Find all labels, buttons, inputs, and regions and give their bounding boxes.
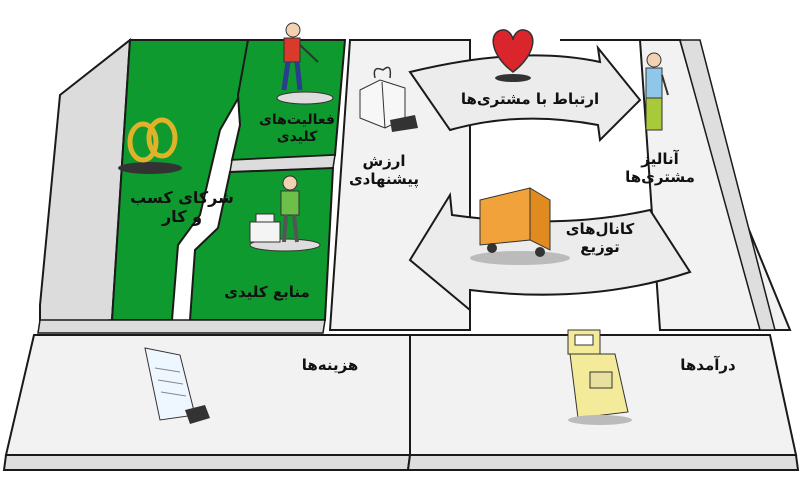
gift-box-icon bbox=[359, 66, 418, 132]
channels-label: کانال‌های توزیع bbox=[565, 220, 635, 256]
cost-structure-block bbox=[2, 334, 417, 471]
key-partners-block bbox=[39, 37, 250, 330]
customer-relationships-label: ارتباط با مشتری‌ها bbox=[460, 90, 600, 108]
key-activities-label: فعالیت‌های کلیدی bbox=[259, 112, 335, 145]
customer-icon bbox=[645, 52, 669, 131]
heart-icon bbox=[492, 29, 534, 82]
cost-structure-label: هزینه‌ها bbox=[301, 356, 359, 374]
key-partners-label: شرکای کسب و کار bbox=[130, 188, 234, 227]
cash-register-icon bbox=[567, 329, 632, 425]
customer-segments-label: آنالیز مشتری‌ها bbox=[625, 150, 695, 186]
revenue-streams-label: درآمدها bbox=[680, 356, 736, 374]
customer-segments-block bbox=[560, 39, 792, 331]
receipt-icon bbox=[144, 347, 210, 424]
value-proposition-label: ارزش پیشنهادی bbox=[348, 152, 420, 188]
machine-operator-icon bbox=[249, 175, 321, 252]
wedding-rings-icon bbox=[118, 117, 182, 174]
delivery-truck-icon bbox=[470, 187, 570, 265]
customer-relationships-arrow bbox=[408, 44, 642, 143]
worker-icon bbox=[276, 22, 334, 105]
key-resources-label: منابع کلیدی bbox=[224, 283, 310, 301]
